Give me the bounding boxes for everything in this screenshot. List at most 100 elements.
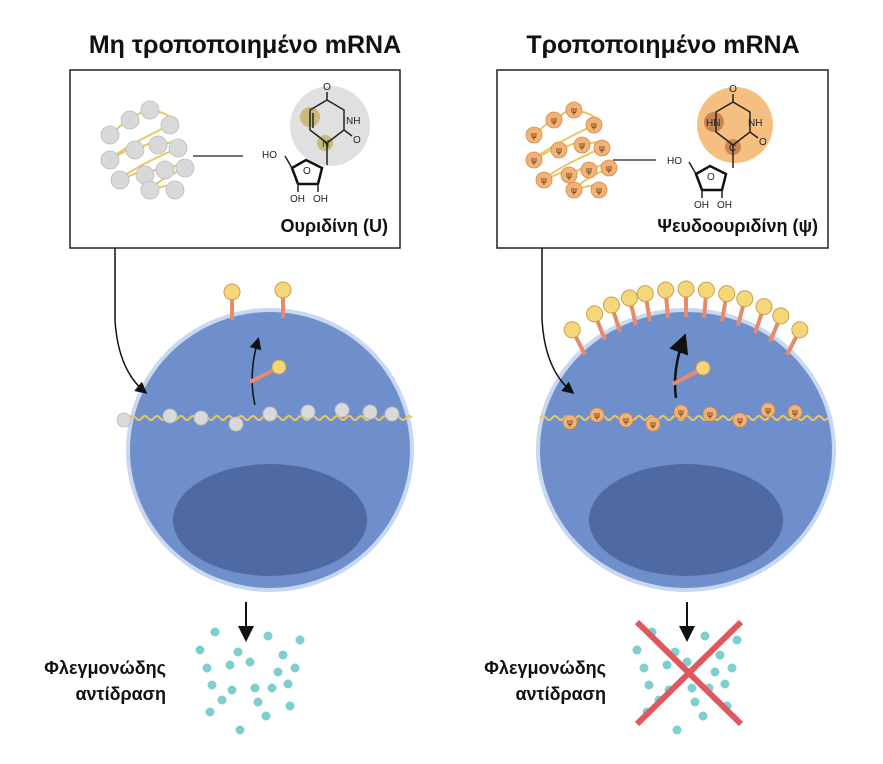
pseudouridine-bead bbox=[545, 111, 563, 129]
uridine-bead bbox=[160, 115, 180, 135]
psi-symbol: ψ bbox=[606, 164, 612, 174]
uridine-bead bbox=[165, 180, 185, 200]
cytokine-dot bbox=[295, 635, 305, 645]
protein-head bbox=[271, 359, 287, 375]
psi-symbol: ψ bbox=[737, 416, 743, 426]
cytokine-dot bbox=[639, 663, 649, 673]
cytokine-dot bbox=[700, 631, 710, 641]
pseudouridine-structure: O HN NH O C HO O OH OH bbox=[667, 84, 773, 211]
receptor-stem bbox=[768, 320, 781, 343]
atom-oh: OH bbox=[717, 200, 732, 211]
cytokine-dot bbox=[687, 683, 697, 693]
psi-symbol: ψ bbox=[567, 418, 573, 428]
pseudouridine-bead bbox=[589, 407, 605, 423]
pseudouridine-bead bbox=[600, 159, 618, 177]
psi-symbol: ψ bbox=[531, 156, 537, 166]
receptor-head bbox=[602, 296, 620, 314]
uridine-bead bbox=[125, 140, 145, 160]
receptor-head bbox=[772, 307, 790, 325]
psi-symbol: ψ bbox=[571, 106, 577, 116]
cytokine-dot bbox=[245, 657, 255, 667]
nucleus bbox=[173, 464, 367, 576]
cytokine-dot bbox=[217, 695, 227, 705]
atom-o: O bbox=[707, 172, 715, 183]
psi-symbol: ψ bbox=[579, 141, 585, 151]
cytokine-dot bbox=[253, 697, 263, 707]
pseudouridine-bead bbox=[562, 414, 578, 430]
psi-symbol: ψ bbox=[531, 131, 537, 141]
uridine-bead bbox=[300, 404, 316, 420]
cytokine-dot bbox=[710, 667, 720, 677]
cytokine-dot bbox=[285, 701, 295, 711]
receptor-head bbox=[677, 280, 695, 298]
psi-symbol: ψ bbox=[678, 408, 684, 418]
receptor-head bbox=[657, 281, 675, 299]
atom-nh: NH bbox=[748, 118, 762, 129]
receptor-stem bbox=[628, 303, 638, 326]
atom-c: C bbox=[729, 143, 736, 154]
response-label-modified-1: Φλεγμονώδης bbox=[484, 658, 606, 678]
receptors bbox=[223, 280, 809, 356]
pseudouridine-bead bbox=[590, 181, 608, 199]
receptor-stem bbox=[594, 318, 607, 341]
protein-head bbox=[695, 360, 711, 376]
cytokine-dot bbox=[273, 667, 283, 677]
receptor-stem bbox=[702, 295, 708, 319]
translation-arrow bbox=[249, 337, 262, 406]
receptor-head bbox=[755, 298, 773, 316]
uridine-bead bbox=[100, 150, 120, 170]
receptor-head bbox=[697, 281, 715, 299]
cytokine-dot bbox=[690, 697, 700, 707]
pseudouridine-bead bbox=[618, 412, 634, 428]
cytokine-dot bbox=[261, 711, 271, 721]
protein-stem bbox=[672, 368, 701, 386]
psi-symbol: ψ bbox=[551, 116, 557, 126]
psi-symbol: ψ bbox=[623, 416, 629, 426]
receptor-stem bbox=[573, 334, 587, 356]
psi-symbol: ψ bbox=[541, 176, 547, 186]
uridine-bead bbox=[362, 404, 378, 420]
mrna-coil-unmodified bbox=[100, 100, 195, 200]
uridine-bead bbox=[148, 135, 168, 155]
atom-oh: OH bbox=[290, 194, 305, 205]
atom-ho: HO bbox=[667, 156, 682, 167]
cytokine-dot bbox=[698, 711, 708, 721]
uridine-bead bbox=[334, 402, 350, 418]
receptor-head bbox=[791, 321, 809, 339]
psi-symbol: ψ bbox=[650, 420, 656, 430]
atom-oh: OH bbox=[694, 200, 709, 211]
entry-arrow bbox=[541, 248, 575, 394]
uridine-bead bbox=[175, 158, 195, 178]
molecule-label-uridine: Ουριδίνη (U) bbox=[280, 216, 388, 236]
receptor-stem bbox=[736, 304, 746, 327]
pseudouridine-bead bbox=[535, 171, 553, 189]
translation-arrow bbox=[669, 333, 689, 399]
cytokine-dot bbox=[290, 663, 300, 673]
title-unmodified: Μη τροποποιημένο mRNA bbox=[89, 31, 401, 59]
cytokine-dot bbox=[278, 650, 288, 660]
atom-hn: HN bbox=[706, 118, 720, 129]
cytokine-dot bbox=[205, 707, 215, 717]
psi-symbol: ψ bbox=[765, 406, 771, 416]
cytokine-dot bbox=[720, 679, 730, 689]
cytokine-dot bbox=[662, 660, 672, 670]
receptor-head bbox=[736, 290, 754, 308]
pseudouridine-bead bbox=[732, 412, 748, 428]
cytokine-dot bbox=[263, 631, 273, 641]
molecule-label-pseudouridine: Ψευδοουριδίνη (ψ) bbox=[657, 216, 818, 236]
psi-symbol: ψ bbox=[792, 408, 798, 418]
receptor-stem bbox=[664, 295, 670, 319]
cytokine-dot bbox=[732, 635, 742, 645]
pseudouridine-bead bbox=[525, 126, 543, 144]
cytokine-dot bbox=[727, 663, 737, 673]
pseudouridine-bead bbox=[550, 141, 568, 159]
cytokine-dot bbox=[233, 647, 243, 657]
pseudouridine-bead bbox=[673, 404, 689, 420]
atom-o: O bbox=[323, 82, 331, 93]
atom-nh: NH bbox=[346, 116, 360, 127]
response-label-modified-2: αντίδραση bbox=[515, 684, 606, 704]
response-label-unmodified-1: Φλεγμονώδης bbox=[44, 658, 166, 678]
